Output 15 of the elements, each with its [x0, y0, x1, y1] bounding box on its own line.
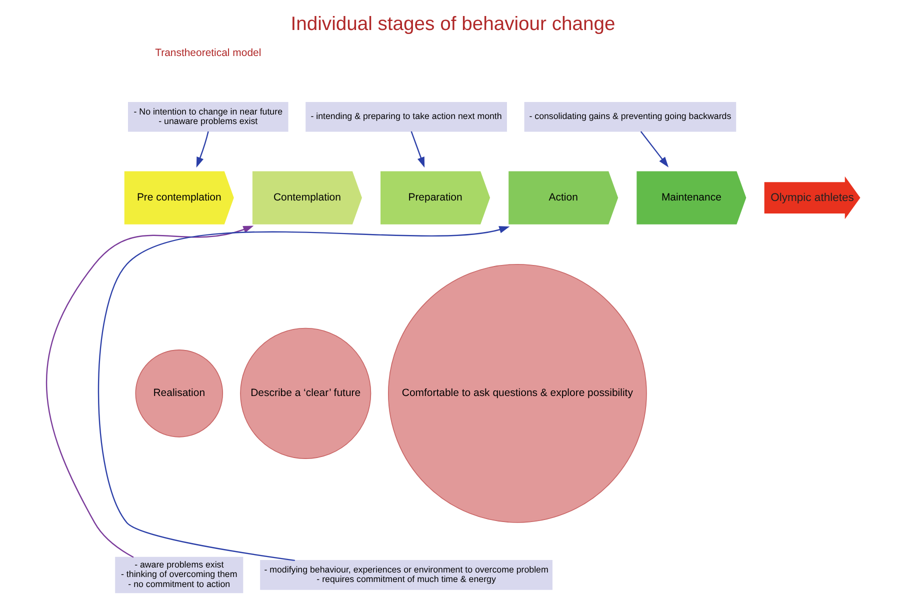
arrow — [640, 131, 669, 168]
arrow — [410, 131, 425, 168]
arrow — [196, 131, 209, 168]
node-box: - aware problems exist - thinking of overcoming them - no commitment to action — [115, 556, 244, 594]
node-box: - consolidating gains & preventing going backwards — [524, 102, 736, 132]
arrow — [98, 226, 510, 562]
node-box: - modifying behaviour, experiences or environment to overcome problem - requires commitment of much time & energy — [260, 560, 552, 590]
node-box: - intending & preparing to take action next month — [306, 102, 507, 132]
node-box: - No intention to change in near future - unaware problems exist — [128, 102, 288, 132]
label: Transtheoretical model — [155, 48, 262, 59]
arrow — [46, 226, 254, 558]
diagram-title: Individual stages of behaviour change — [290, 14, 616, 36]
node-circle: Comfortable to ask questions & explore possibility — [388, 264, 647, 523]
node-circle: Realisation — [135, 350, 224, 438]
node-circle: Describe a ‘clear’ future — [240, 328, 372, 459]
